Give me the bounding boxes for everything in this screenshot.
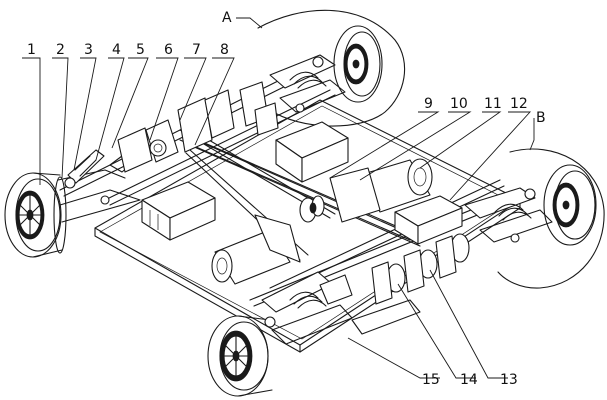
callout-13: 13 [500, 372, 518, 388]
callout-12: 12 [510, 96, 528, 112]
detail-circle-b [497, 148, 605, 289]
wheel-rear-right [543, 164, 597, 246]
detail-label-b: B [536, 110, 546, 126]
wheel-front-left [4, 172, 67, 258]
callout-4: 4 [112, 42, 121, 58]
callout-10: 10 [450, 96, 468, 112]
detail-label-a: A [222, 10, 232, 26]
rear-right-suspension [464, 187, 553, 243]
rear-left-suspension [239, 54, 346, 136]
callout-11: 11 [484, 96, 502, 112]
callout-7: 7 [192, 42, 201, 58]
battery-right [394, 195, 463, 245]
battery-rear [275, 121, 349, 183]
front-mounts [117, 89, 235, 173]
battery-left [141, 181, 216, 241]
wheel-rear-left [333, 25, 383, 103]
wheel-front-right [207, 315, 273, 397]
gear-coupling [299, 195, 470, 305]
motor-front [211, 214, 301, 285]
callout-labels: 1 2 3 4 5 6 7 8 9 10 11 12 13 14 15 A B [27, 10, 546, 388]
callout-5: 5 [136, 42, 145, 58]
callout-2: 2 [56, 42, 65, 58]
callout-6: 6 [164, 42, 173, 58]
callout-9: 9 [424, 96, 433, 112]
detail-circle-a [257, 9, 406, 127]
callout-3: 3 [84, 42, 93, 58]
front-left-suspension [57, 134, 161, 223]
callout-14: 14 [460, 372, 478, 388]
front-right-suspension [261, 271, 421, 345]
leader-lines [22, 17, 535, 379]
callout-1: 1 [27, 42, 36, 58]
callout-15: 15 [422, 372, 440, 388]
callout-8: 8 [220, 42, 229, 58]
